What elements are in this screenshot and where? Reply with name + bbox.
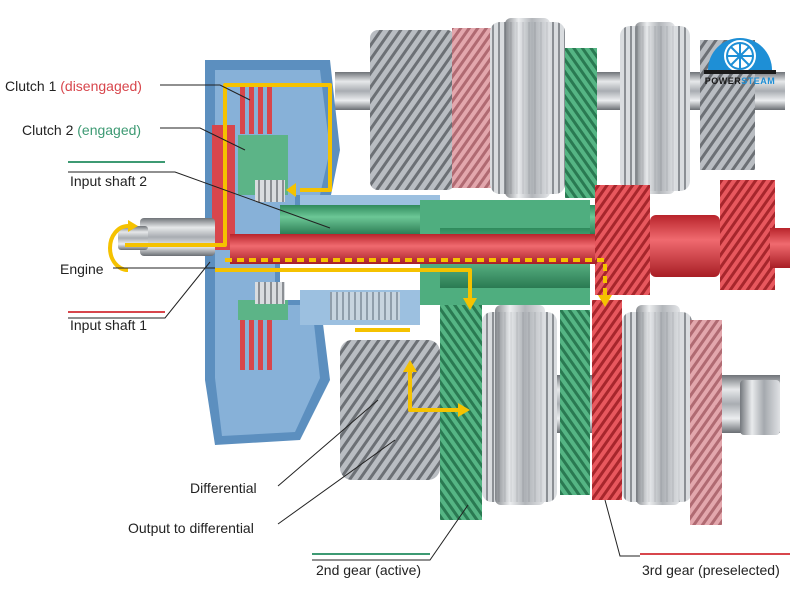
clutch-2-plates <box>238 135 288 320</box>
power-flow-arrows <box>108 83 607 412</box>
powersteam-logo: POWERSTEAM <box>690 18 790 90</box>
label-engine: Engine <box>60 261 104 277</box>
label-clutch-1-state: (disengaged) <box>60 78 142 94</box>
label-clutch-1: Clutch 1 (disengaged) <box>5 78 142 94</box>
label-input-shaft-1: Input shaft 1 <box>70 317 148 333</box>
lower-countershaft <box>340 295 780 525</box>
label-differential: Differential <box>190 480 257 496</box>
logo-text-power: POWER <box>704 76 742 86</box>
label-output-to-differential: Output to differential <box>128 520 254 536</box>
label-input-shaft-2: Input shaft 2 <box>70 173 148 189</box>
label-clutch-2: Clutch 2 (engaged) <box>22 122 141 138</box>
label-clutch-2-state: (engaged) <box>77 122 142 138</box>
wheel-icon <box>704 38 776 74</box>
label-3rd-gear: 3rd gear (preselected) <box>642 562 780 578</box>
leader-underlines <box>68 161 790 555</box>
power-flow-arrowheads <box>128 183 612 417</box>
label-clutch-2-name: Clutch 2 <box>22 122 74 138</box>
clutch-1-plates <box>212 84 272 370</box>
leader-lines <box>68 84 640 561</box>
label-2nd-gear: 2nd gear (active) <box>316 562 422 578</box>
label-clutch-1-name: Clutch 1 <box>5 78 57 94</box>
logo-text: POWERSTEAM <box>690 76 790 86</box>
logo-text-steam: STEAM <box>741 76 776 86</box>
